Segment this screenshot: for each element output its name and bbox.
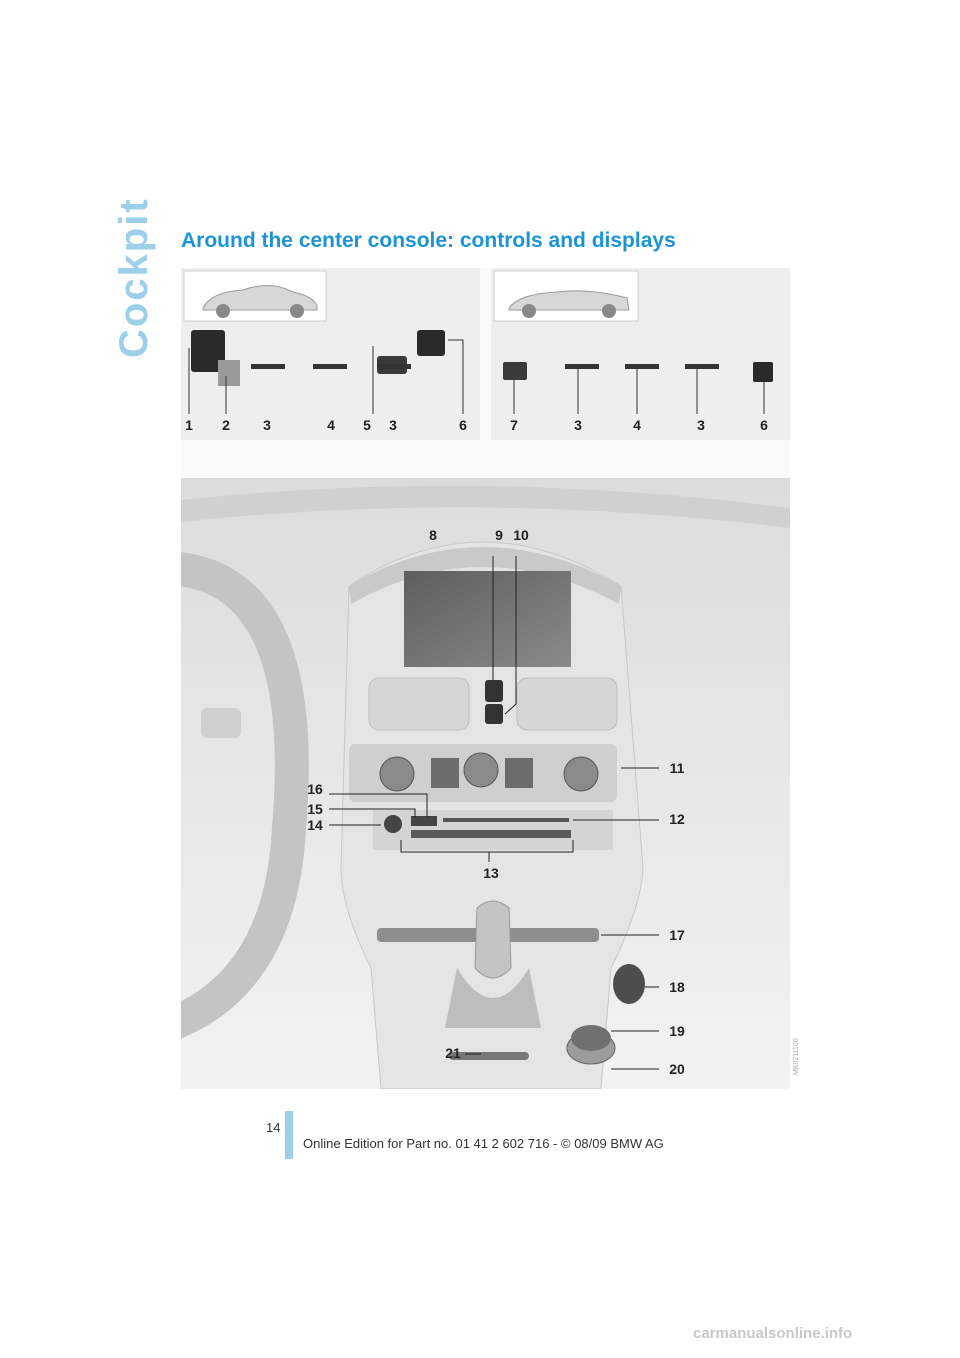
footer-text: Online Edition for Part no. 01 41 2 602 … — [303, 1136, 664, 1151]
callout-10: 10 — [513, 527, 529, 543]
callout-17: 17 — [669, 927, 685, 943]
callout-6: 6 — [459, 417, 467, 433]
handbrake-lever — [449, 1052, 529, 1060]
volume-knob — [384, 815, 402, 833]
coupe-car-icon — [202, 285, 318, 318]
callout-19: 19 — [669, 1023, 685, 1039]
center-console-figure: 1 2 3 4 5 3 6 7 3 4 3 6 — [181, 268, 790, 1089]
callout-4b: 4 — [633, 417, 641, 433]
callout-3b: 3 — [389, 417, 397, 433]
callout-12: 12 — [669, 811, 685, 827]
hazard-button — [485, 680, 503, 702]
control-display-screen — [404, 571, 571, 667]
callout-21: 21 — [445, 1045, 461, 1061]
section-title: Cockpit — [112, 197, 156, 358]
callout-14: 14 — [307, 817, 323, 833]
callout-15: 15 — [307, 801, 323, 817]
callout-2: 2 — [222, 417, 230, 433]
callout-13: 13 — [483, 865, 499, 881]
callout-9: 9 — [495, 527, 503, 543]
side-button — [613, 964, 645, 1004]
callout-6b: 6 — [760, 417, 768, 433]
callout-18: 18 — [669, 979, 685, 995]
callout-3: 3 — [263, 417, 271, 433]
footer-accent-bar — [285, 1111, 293, 1159]
figure-code: MK0211100 — [793, 1038, 800, 1075]
callout-3d: 3 — [697, 417, 705, 433]
callout-7: 7 — [510, 417, 518, 433]
watermark: carmanualsonline.info — [693, 1325, 853, 1342]
callout-3c: 3 — [574, 417, 582, 433]
callout-11: 11 — [670, 760, 685, 776]
callout-20: 20 — [669, 1061, 685, 1077]
callout-5: 5 — [363, 417, 371, 433]
convertible-inset: 7 3 4 3 6 — [491, 268, 790, 440]
steering-wheel — [181, 552, 309, 1039]
page-heading: Around the center console: controls and … — [181, 229, 676, 252]
central-locking-button — [485, 704, 503, 724]
callout-4: 4 — [327, 417, 335, 433]
dashboard-illustration: 8 9 10 11 12 13 14 15 16 17 18 19 20 21 — [181, 478, 790, 1089]
controller — [571, 1025, 611, 1051]
convertible-car-icon — [508, 290, 630, 318]
callout-16: 16 — [307, 781, 323, 797]
callout-8: 8 — [429, 527, 437, 543]
coupe-inset: 1 2 3 4 5 3 6 — [181, 268, 480, 440]
page-number: 14 — [266, 1120, 281, 1135]
callout-1: 1 — [185, 417, 193, 433]
